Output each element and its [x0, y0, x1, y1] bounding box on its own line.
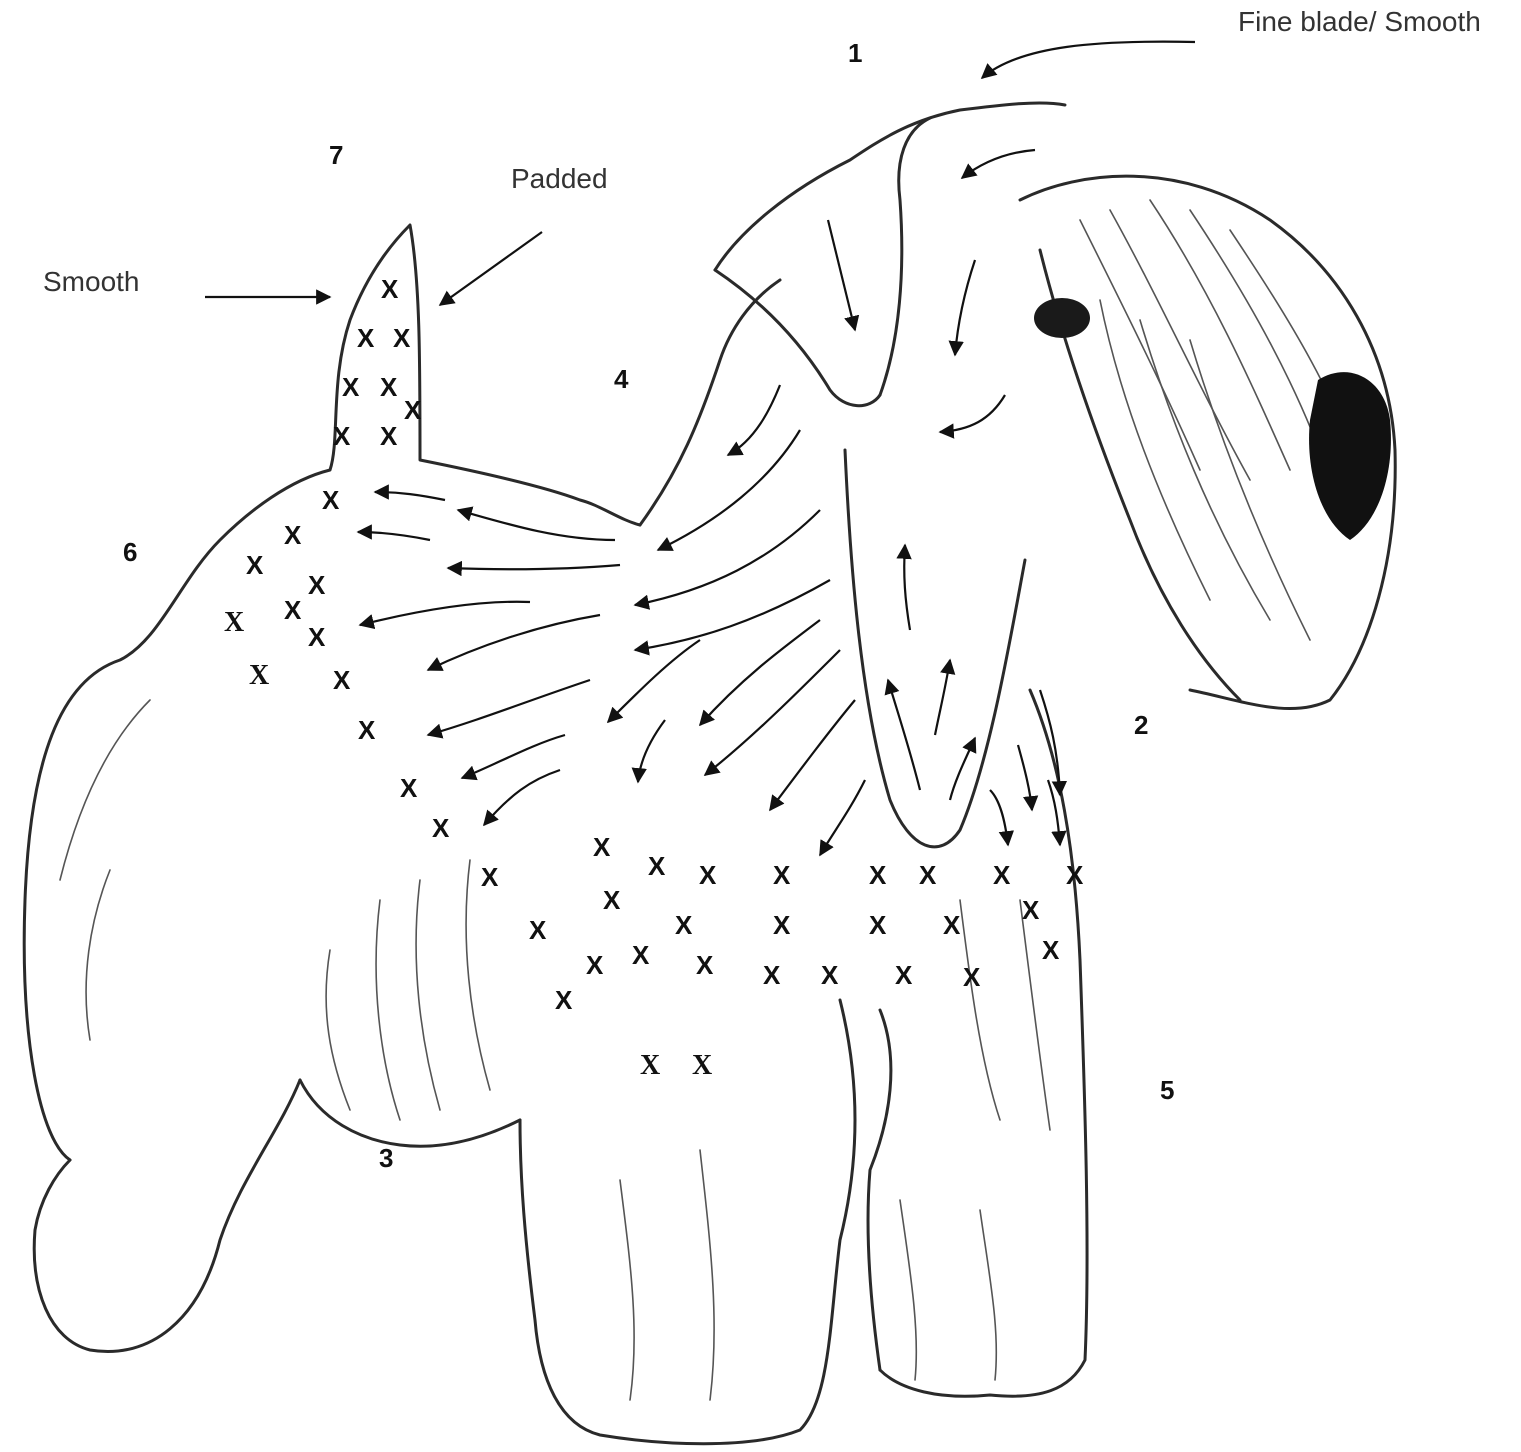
clip-mark-x: X: [380, 421, 397, 452]
clip-mark-x: X: [481, 862, 498, 893]
clip-mark-x: X: [773, 910, 790, 941]
clip-mark-x: X: [593, 832, 610, 863]
zone-number-3: 3: [379, 1143, 393, 1174]
clip-mark-x: X: [640, 1050, 660, 1082]
clip-mark-x: X: [692, 1050, 712, 1082]
clip-mark-x: X: [555, 985, 572, 1016]
clip-mark-x: X: [308, 570, 325, 601]
label-padded: Padded: [511, 163, 608, 195]
clip-mark-x: X: [246, 550, 263, 581]
clip-mark-x: X: [1066, 860, 1083, 891]
clip-mark-x: X: [919, 860, 936, 891]
clip-mark-x: X: [333, 421, 350, 452]
clip-mark-x: X: [380, 372, 397, 403]
zone-number-7: 7: [329, 140, 343, 171]
clip-mark-x: X: [773, 860, 790, 891]
label-smooth: Smooth: [43, 266, 140, 298]
clip-mark-x: X: [284, 520, 301, 551]
clip-mark-x: X: [400, 773, 417, 804]
clip-mark-x: X: [763, 960, 780, 991]
clip-mark-x: X: [869, 860, 886, 891]
clip-mark-x: X: [342, 372, 359, 403]
clip-mark-x: X: [963, 962, 980, 993]
label-fine-blade-smooth: Fine blade/ Smooth: [1238, 6, 1481, 38]
clip-mark-x: X: [1022, 895, 1039, 926]
clip-mark-x: X: [943, 910, 960, 941]
zone-number-2: 2: [1134, 710, 1148, 741]
clip-mark-x: X: [224, 607, 244, 639]
clip-mark-x: X: [358, 715, 375, 746]
clip-mark-x: X: [696, 950, 713, 981]
clip-mark-x: X: [432, 813, 449, 844]
clip-mark-x: X: [675, 910, 692, 941]
clip-mark-x: X: [648, 851, 665, 882]
clip-mark-x: X: [381, 274, 398, 305]
clip-mark-x: X: [393, 323, 410, 354]
clip-mark-x: X: [632, 940, 649, 971]
clip-mark-x: X: [284, 595, 301, 626]
clip-mark-x: X: [895, 960, 912, 991]
clip-mark-x: X: [249, 660, 269, 692]
clip-mark-x: X: [699, 860, 716, 891]
zone-number-5: 5: [1160, 1075, 1174, 1106]
clip-mark-x: X: [993, 860, 1010, 891]
zone-number-4: 4: [614, 364, 628, 395]
arrow-fine-blade: [982, 42, 1195, 78]
nose: [1309, 372, 1391, 540]
fur-hatching: [60, 200, 1370, 1400]
eye: [1034, 298, 1090, 338]
clip-mark-x: X: [586, 950, 603, 981]
clip-mark-x: X: [869, 910, 886, 941]
zone-number-1: 1: [848, 38, 862, 69]
arrow-padded: [440, 232, 542, 305]
clip-mark-x: X: [333, 665, 350, 696]
clip-mark-x: X: [322, 485, 339, 516]
zone-number-6: 6: [123, 537, 137, 568]
clip-mark-x: X: [357, 323, 374, 354]
clip-mark-x: X: [308, 622, 325, 653]
clip-mark-x: X: [529, 915, 546, 946]
clip-mark-x: X: [1042, 935, 1059, 966]
clip-mark-x: X: [603, 885, 620, 916]
clip-mark-x: X: [404, 395, 421, 426]
clip-mark-x: X: [821, 960, 838, 991]
